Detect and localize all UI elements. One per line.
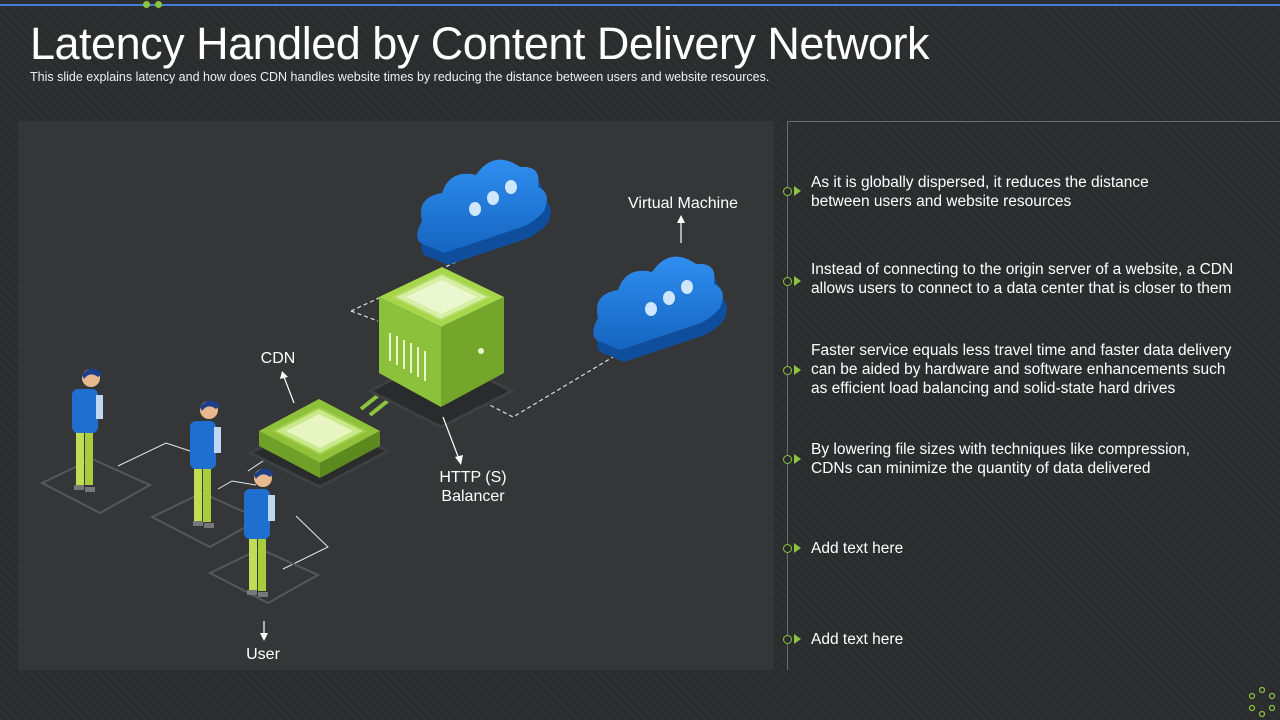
list-item: Instead of connecting to the origin serv…	[782, 260, 1262, 300]
bullet-arrow-icon	[782, 541, 802, 555]
list-item-text: As it is globally dispersed, it reduces …	[811, 174, 1149, 210]
list-item: Add text here	[782, 630, 1262, 650]
list-item: As it is globally dispersed, it reduces …	[782, 173, 1262, 213]
list-vertical-rule	[787, 121, 788, 670]
bullet-arrow-icon	[782, 274, 802, 288]
bullet-arrow-icon	[782, 184, 802, 198]
list-item-text: Add text here	[811, 540, 904, 557]
cdn-node	[246, 399, 392, 489]
top-rule	[0, 4, 1280, 6]
bullet-arrow-icon	[782, 452, 802, 466]
user-figure-3	[244, 468, 275, 597]
list-item-text: By lowering file sizes with techniques l…	[811, 441, 1191, 477]
page-subtitle: This slide explains latency and how does…	[30, 70, 770, 84]
bullet-arrow-icon	[782, 632, 802, 646]
http-balancer-label-line1: HTTP (S)	[439, 469, 507, 486]
cloud-server-icon-2	[593, 256, 727, 362]
label-pointers	[260, 215, 685, 641]
list-item: Faster service equals less travel time a…	[782, 341, 1262, 401]
user-label: User	[246, 646, 280, 663]
cloud-server-icon-1	[417, 159, 551, 265]
http-balancer-node	[366, 267, 516, 429]
list-item: Add text here	[782, 539, 1262, 559]
list-item-text: Instead of connecting to the origin serv…	[811, 261, 1234, 297]
cdn-label: CDN	[260, 350, 296, 367]
page-title: Latency Handled by Content Delivery Netw…	[30, 18, 929, 69]
cdn-diagram	[39, 159, 727, 641]
virtual-machine-label: Virtual Machine	[628, 195, 738, 212]
cdn-diagram-panel: Virtual Machine CDN HTTP (S) Balancer Us…	[18, 121, 774, 670]
top-dots-decoration	[140, 0, 170, 10]
http-balancer-label-line2: Balancer	[441, 488, 505, 505]
corner-ring-decoration	[1248, 686, 1276, 718]
list-item: By lowering file sizes with techniques l…	[782, 440, 1262, 480]
user-figure-2	[190, 400, 221, 528]
list-item-text: Add text here	[811, 631, 904, 648]
list-item-text: Faster service equals less travel time a…	[811, 342, 1232, 397]
user-figure-1	[72, 368, 103, 492]
list-top-rule	[787, 121, 1280, 122]
bullet-arrow-icon	[782, 363, 802, 377]
